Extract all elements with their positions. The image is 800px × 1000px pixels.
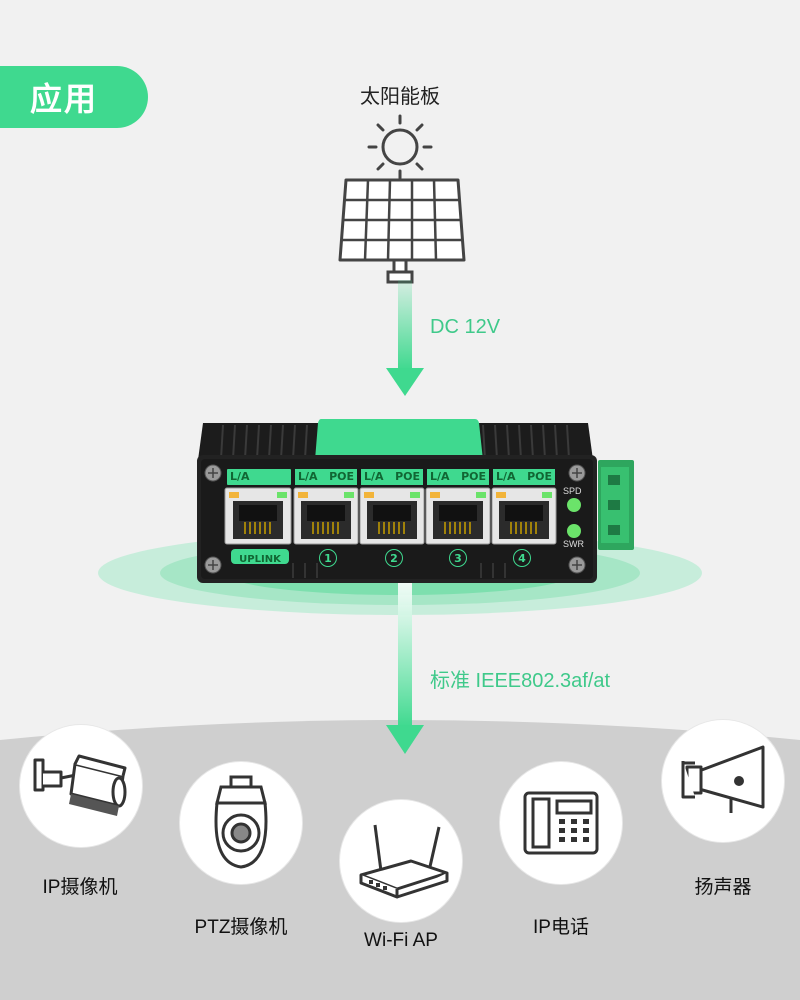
solar-panel-icon: [338, 114, 466, 284]
port-number-2: 2: [385, 549, 403, 567]
uplink-label: UPLINK: [239, 554, 281, 565]
speaker-icon: [681, 745, 765, 813]
badge-label: 应用: [29, 81, 98, 117]
poe-label: POE: [329, 470, 354, 483]
solar-panel-label: 太阳能板: [360, 86, 440, 108]
poe-label: POE: [395, 470, 420, 483]
device-ip-camera: [20, 725, 142, 847]
la-label: L/A: [298, 470, 318, 483]
output-arrow: [386, 582, 424, 754]
poe-switch: L/A L/A POE L/A POE L/A POE L/A POE: [193, 415, 648, 585]
spd-led-label: SPD: [563, 486, 582, 496]
port-header-uplink: L/A: [227, 469, 291, 485]
la-label: L/A: [364, 470, 384, 483]
device-wifi-ap: [340, 800, 462, 922]
ptz-camera-icon: [214, 775, 268, 869]
device-label-wifi-ap: Wi-Fi AP: [364, 930, 438, 951]
section-badge: 应用: [0, 66, 148, 128]
la-label: L/A: [496, 470, 516, 483]
poe-standard-label: 标准 IEEE802.3af/at: [430, 670, 611, 692]
port-header-3: L/A POE: [427, 469, 489, 485]
device-label-ip-camera: IP摄像机: [42, 877, 118, 898]
bullet-camera-icon: [33, 754, 127, 816]
dc-voltage-label: DC 12V: [430, 316, 501, 338]
uplink-label-box: UPLINK: [231, 549, 289, 565]
port-number-3: 3: [449, 549, 467, 567]
device-speaker: [662, 720, 784, 842]
poe-label: POE: [527, 470, 552, 483]
port-number-1: 1: [319, 549, 337, 567]
rj45-ports: [224, 487, 557, 545]
la-label: L/A: [430, 470, 450, 483]
device-label-speaker: 扬声器: [694, 877, 752, 898]
port-header-1: L/A POE: [295, 469, 357, 485]
la-label: L/A: [230, 470, 250, 483]
swr-led-label: SWR: [563, 539, 584, 549]
device-label-ip-phone: IP电话: [533, 917, 589, 938]
device-label-ptz-camera: PTZ摄像机: [194, 917, 288, 938]
device-ptz-camera: [180, 762, 302, 884]
ip-phone-icon: [523, 791, 599, 855]
router-icon: [359, 824, 449, 899]
port-header-2: L/A POE: [361, 469, 423, 485]
device-ip-phone: [500, 762, 622, 884]
port-number-4: 4: [513, 549, 531, 567]
poe-label: POE: [461, 470, 486, 483]
port-header-4: L/A POE: [493, 469, 555, 485]
input-arrow: [386, 280, 424, 396]
